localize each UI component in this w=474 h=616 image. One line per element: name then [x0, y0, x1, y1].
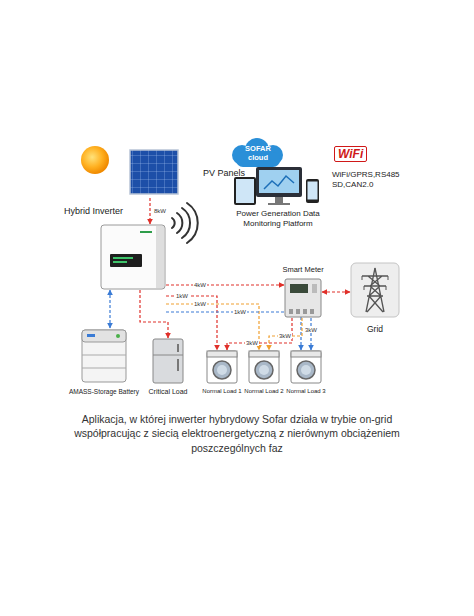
node-label: Grid: [367, 324, 383, 334]
normal-load: Normal Load 2: [248, 350, 280, 384]
washing-machine-icon: [248, 350, 280, 384]
power-label: 1kW: [233, 309, 247, 315]
node-label: AMASS-Storage Battery: [69, 388, 139, 396]
node-label: Critical Load: [149, 388, 188, 396]
sun-icon: [81, 146, 109, 174]
fridge-icon: [150, 338, 186, 384]
power-label: 3kW: [304, 327, 318, 333]
washing-machine-icon: [290, 350, 322, 384]
hybrid-inverter: Hybrid Inverter: [100, 224, 166, 290]
node-label: Normal Load 2: [244, 388, 283, 395]
wireless-signal: [172, 203, 198, 243]
power-label: 1kW: [175, 293, 189, 299]
power-flow-line: [149, 198, 150, 224]
wifi-logo: WiFi: [334, 146, 367, 162]
power-flow-line: [166, 312, 301, 350]
washing-machine-icon: [206, 350, 238, 384]
grid-tower-icon: [350, 262, 400, 318]
normal-load: Normal Load 1: [206, 350, 238, 384]
smart-meter-icon: [284, 278, 322, 318]
power-label: 3kW: [245, 340, 259, 346]
node-label: Smart Meter: [282, 265, 323, 274]
power-flow-line: [166, 284, 284, 285]
power-flow-line: [310, 318, 311, 350]
interface-note: WiFi/GPRS,RS485 SD,CAN2.0: [332, 170, 408, 190]
node-label: Normal Load 1: [202, 388, 241, 395]
cloud: SOFAR cloud: [226, 138, 290, 168]
monitoring-devices-icon: [232, 165, 324, 207]
pv-panels: PV Panels: [125, 148, 195, 198]
critical-load: Critical Load: [150, 338, 186, 384]
power-label: 8kW: [153, 208, 167, 214]
power-flow-line: [322, 291, 350, 292]
normal-load: Normal Load 3: [290, 350, 322, 384]
monitoring-platform: Power Generation Data Monitoring Platfor…: [232, 165, 324, 207]
storage-battery: AMASS-Storage Battery: [78, 328, 130, 384]
power-flow-line: [140, 290, 168, 338]
power-flow-line: [109, 290, 110, 328]
smart-meter: Smart Meter: [284, 278, 322, 318]
node-label: Power Generation Data Monitoring Platfor…: [226, 209, 330, 228]
caption: Aplikacja, w której inwerter hybrydowy S…: [72, 412, 402, 455]
power-label: 3kW: [278, 333, 292, 339]
node-label: Hybrid Inverter: [64, 206, 123, 217]
power-flow-line: [227, 318, 292, 350]
pv-panel-icon: [125, 148, 195, 198]
power-label: 1kW: [193, 301, 207, 307]
node-label: SOFAR cloud: [239, 144, 277, 162]
grid: Grid: [350, 262, 400, 318]
hybrid-inverter-icon: [100, 224, 166, 290]
storage-battery-icon: [78, 328, 130, 384]
node-label: Normal Load 3: [286, 388, 325, 395]
power-label: 4kW: [193, 282, 207, 288]
power-flow-line: [269, 318, 302, 350]
